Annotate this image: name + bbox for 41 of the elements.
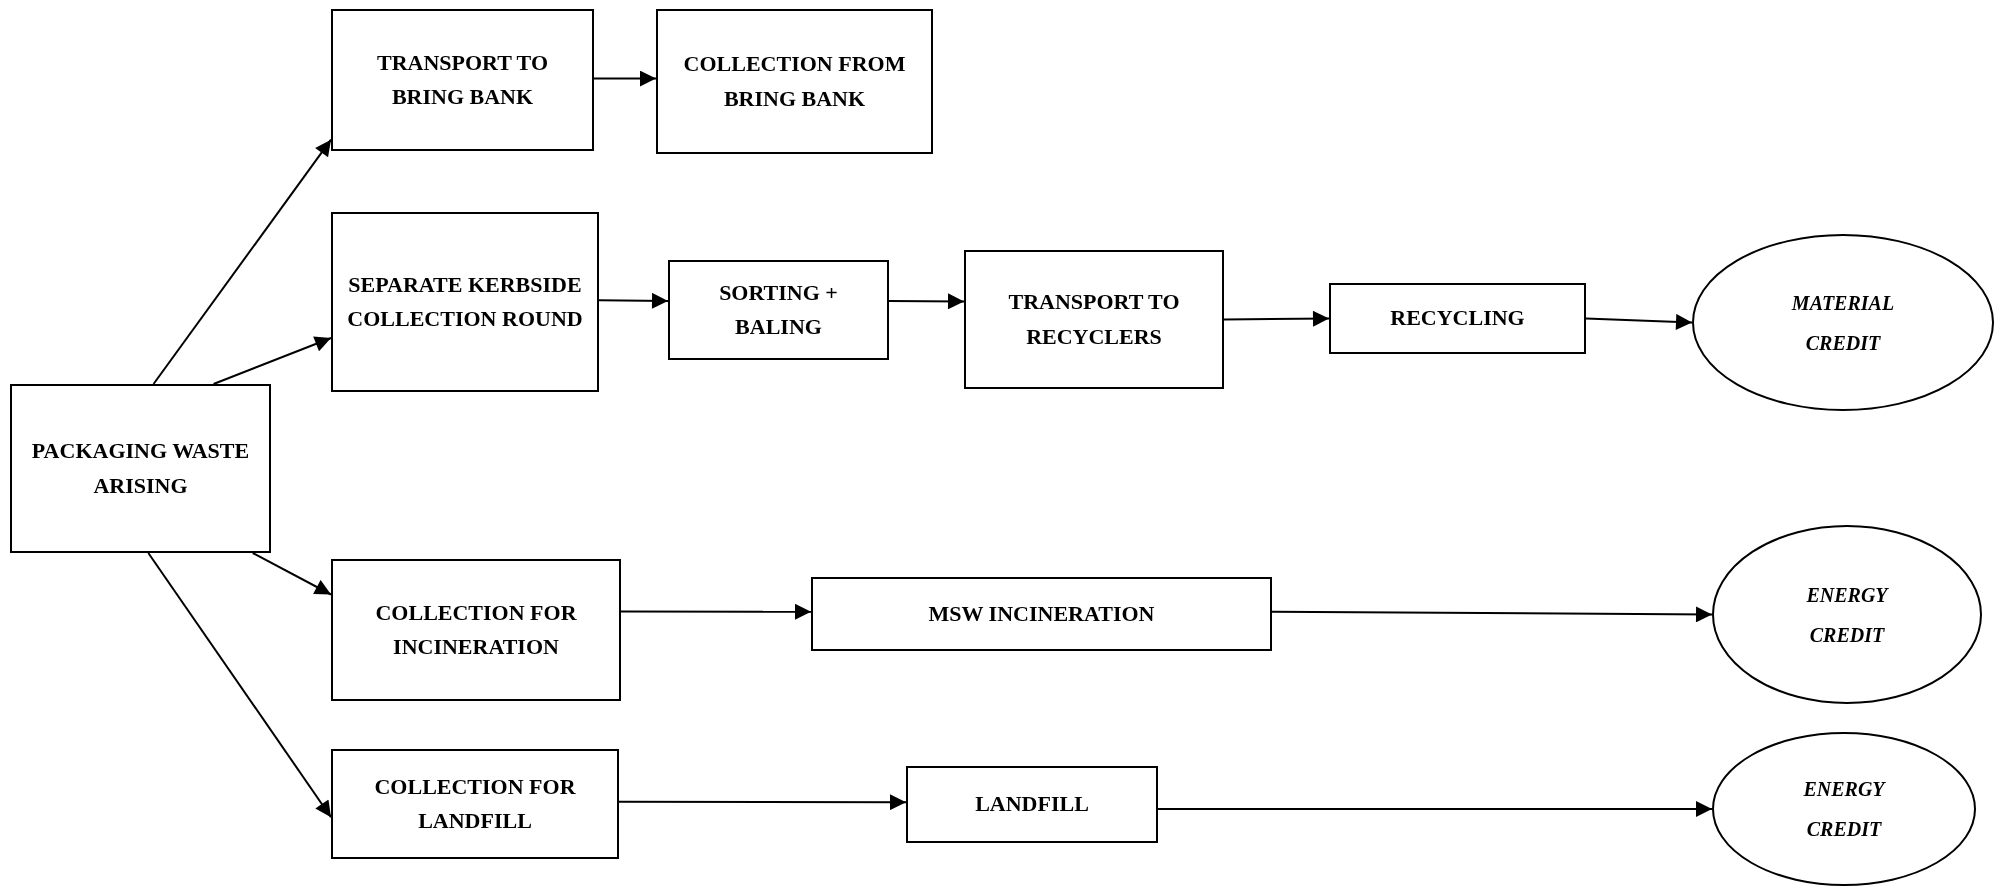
process-box <box>10 384 271 553</box>
process-box <box>668 260 889 360</box>
node-label: MSW INCINERATION <box>928 599 1155 628</box>
arrow <box>1585 313 1693 330</box>
node-label: SORTING + BALING <box>718 278 839 341</box>
node-label: ENERGY CREDIT <box>1802 777 1887 842</box>
arrow <box>1223 310 1330 327</box>
node-label: COLLECTION FROM BRING BANK <box>682 50 907 113</box>
node-label: COLLECTION FOR INCINERATION <box>374 598 578 661</box>
credit-ellipse <box>1692 234 1994 411</box>
node-label: PACKAGING WASTE ARISING <box>30 437 251 500</box>
node-label: COLLECTION FOR LANDFILL <box>373 772 577 835</box>
process-box <box>964 250 1224 389</box>
arrow <box>598 292 669 309</box>
arrow <box>620 603 812 620</box>
arrow <box>251 552 332 596</box>
arrow <box>212 336 332 385</box>
node-label: LANDFILL <box>975 790 1089 819</box>
node-label: TRANSPORT TO RECYCLERS <box>1007 288 1181 351</box>
credit-ellipse <box>1712 525 1982 704</box>
node-label: SEPARATE KERBSIDE COLLECTION ROUND <box>346 270 584 333</box>
node-label: TRANSPORT TO BRING BANK <box>376 48 549 111</box>
arrow <box>1157 801 1713 817</box>
arrow <box>147 552 332 819</box>
arrow <box>1271 606 1713 623</box>
process-box <box>331 212 599 392</box>
process-box <box>331 749 619 859</box>
arrow <box>618 794 907 811</box>
arrow <box>152 138 332 385</box>
process-box <box>331 559 621 701</box>
process-box <box>656 9 933 154</box>
node-label: MATERIAL CREDIT <box>1790 290 1896 356</box>
credit-ellipse <box>1712 732 1976 886</box>
arrow <box>593 70 657 87</box>
process-box <box>906 766 1158 843</box>
arrow <box>888 293 965 310</box>
process-box <box>331 9 594 151</box>
process-box <box>811 577 1272 651</box>
process-box <box>1329 283 1586 354</box>
node-label: ENERGY CREDIT <box>1805 582 1890 648</box>
node-label: RECYCLING <box>1390 304 1525 333</box>
